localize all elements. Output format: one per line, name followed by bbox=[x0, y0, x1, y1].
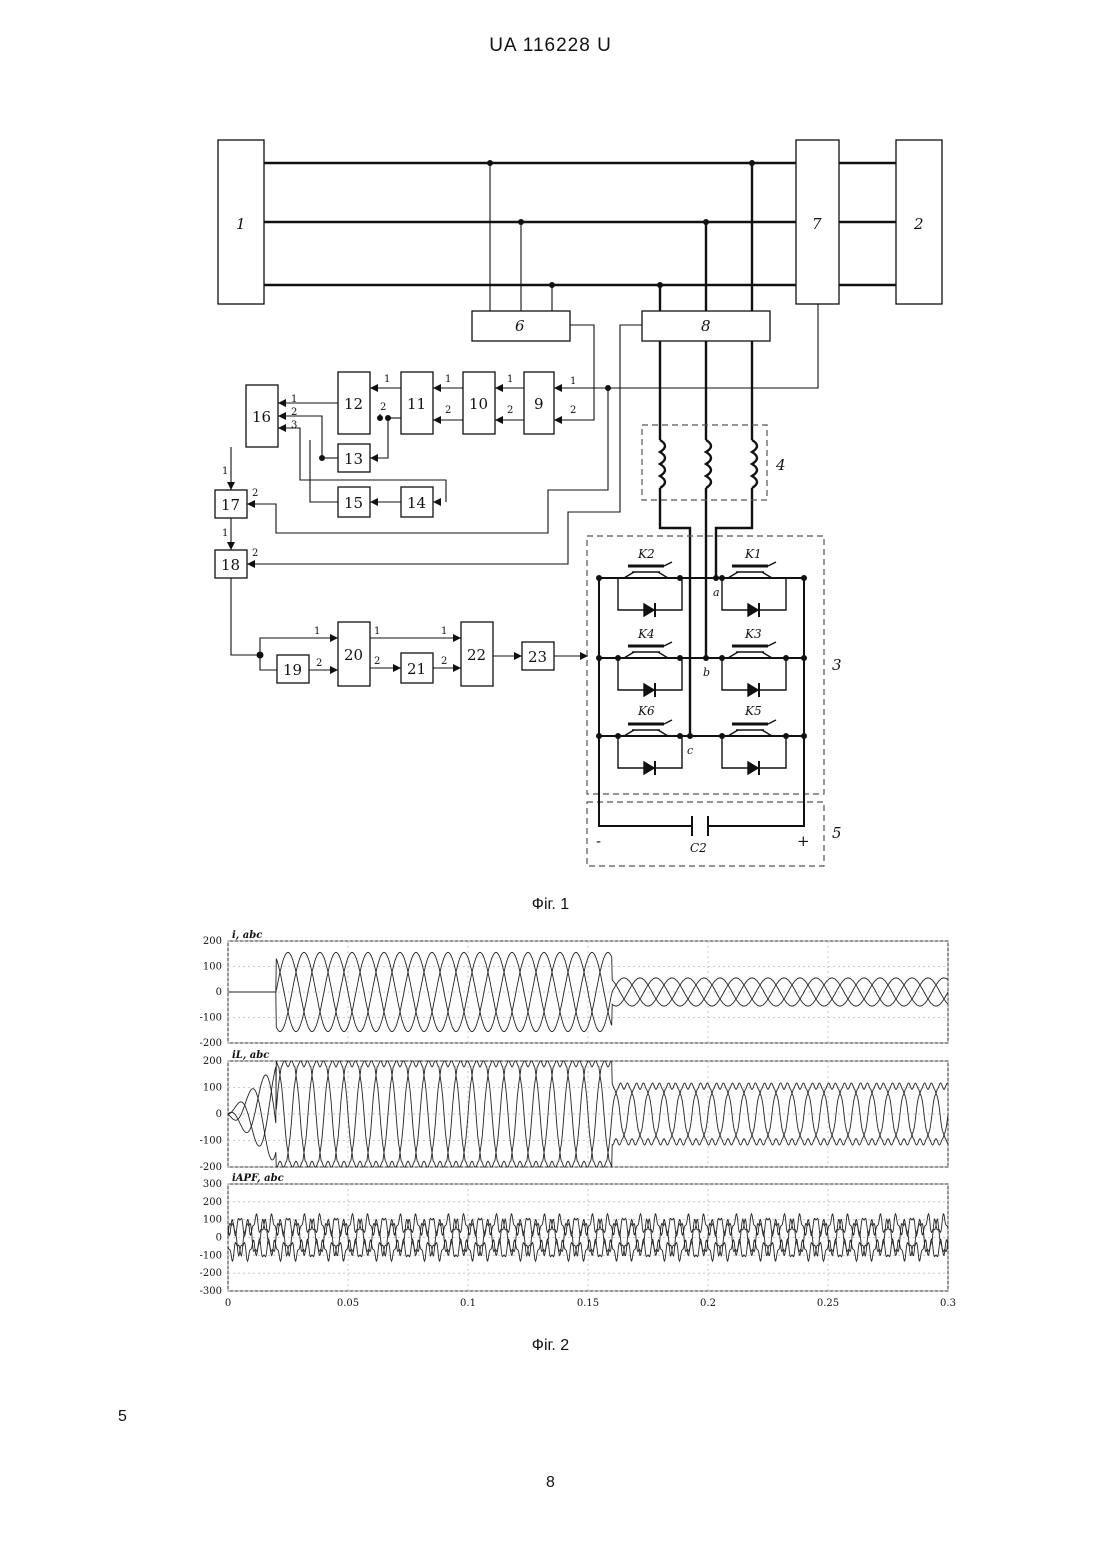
y-tick-label: 0 bbox=[216, 987, 222, 998]
y-tick-label: -200 bbox=[200, 1162, 222, 1173]
waveform-panel-1: 200 100 0 -100 -200 i, abc bbox=[200, 930, 948, 1049]
y-tick-label: 300 bbox=[203, 1179, 222, 1190]
x-tick-label: 0.3 bbox=[940, 1298, 956, 1309]
x-tick-label: 0 bbox=[225, 1298, 231, 1309]
y-tick-label: -200 bbox=[200, 1268, 222, 1279]
panel-title: iL, abc bbox=[232, 1050, 269, 1061]
y-tick-label: -100 bbox=[200, 1013, 222, 1024]
x-tick-label: 0.1 bbox=[460, 1298, 476, 1309]
panel-title: iAPF, abc bbox=[232, 1173, 284, 1184]
waveform-panel-2: 200 100 0 -100 -200 iL, abc bbox=[200, 1050, 948, 1173]
y-tick-label: 200 bbox=[203, 936, 222, 947]
y-tick-label: 100 bbox=[203, 962, 222, 973]
y-tick-label: 0 bbox=[216, 1233, 222, 1244]
y-tick-label: -200 bbox=[200, 1038, 222, 1049]
y-tick-label: 200 bbox=[203, 1197, 222, 1208]
line-number: 5 bbox=[118, 1408, 127, 1426]
x-axis-ticks: 0 0.05 0.1 0.15 0.2 0.25 0.3 bbox=[225, 1298, 956, 1309]
x-tick-label: 0.15 bbox=[577, 1298, 599, 1309]
y-tick-label: 100 bbox=[203, 1215, 222, 1226]
x-tick-label: 0.05 bbox=[337, 1298, 359, 1309]
y-tick-label: 100 bbox=[203, 1083, 222, 1094]
page-number: 8 bbox=[0, 1474, 1101, 1492]
x-tick-label: 0.25 bbox=[817, 1298, 839, 1309]
figure-2-caption: Фіг. 2 bbox=[0, 1337, 1101, 1355]
y-tick-label: 200 bbox=[203, 1056, 222, 1067]
y-tick-label: 0 bbox=[216, 1109, 222, 1120]
panel-title: i, abc bbox=[232, 930, 262, 941]
y-tick-label: -300 bbox=[200, 1286, 222, 1297]
waveform-panel-3: 300 200 100 0 -100 -200 -300 iAPF, abc bbox=[200, 1173, 948, 1297]
x-tick-label: 0.2 bbox=[700, 1298, 716, 1309]
y-tick-label: -100 bbox=[200, 1136, 222, 1147]
y-tick-label: -100 bbox=[200, 1250, 222, 1261]
figure-2-waveforms: 200 100 0 -100 -200 i, abc 200 100 0 -100 -200 iL, … bbox=[0, 0, 1101, 1330]
